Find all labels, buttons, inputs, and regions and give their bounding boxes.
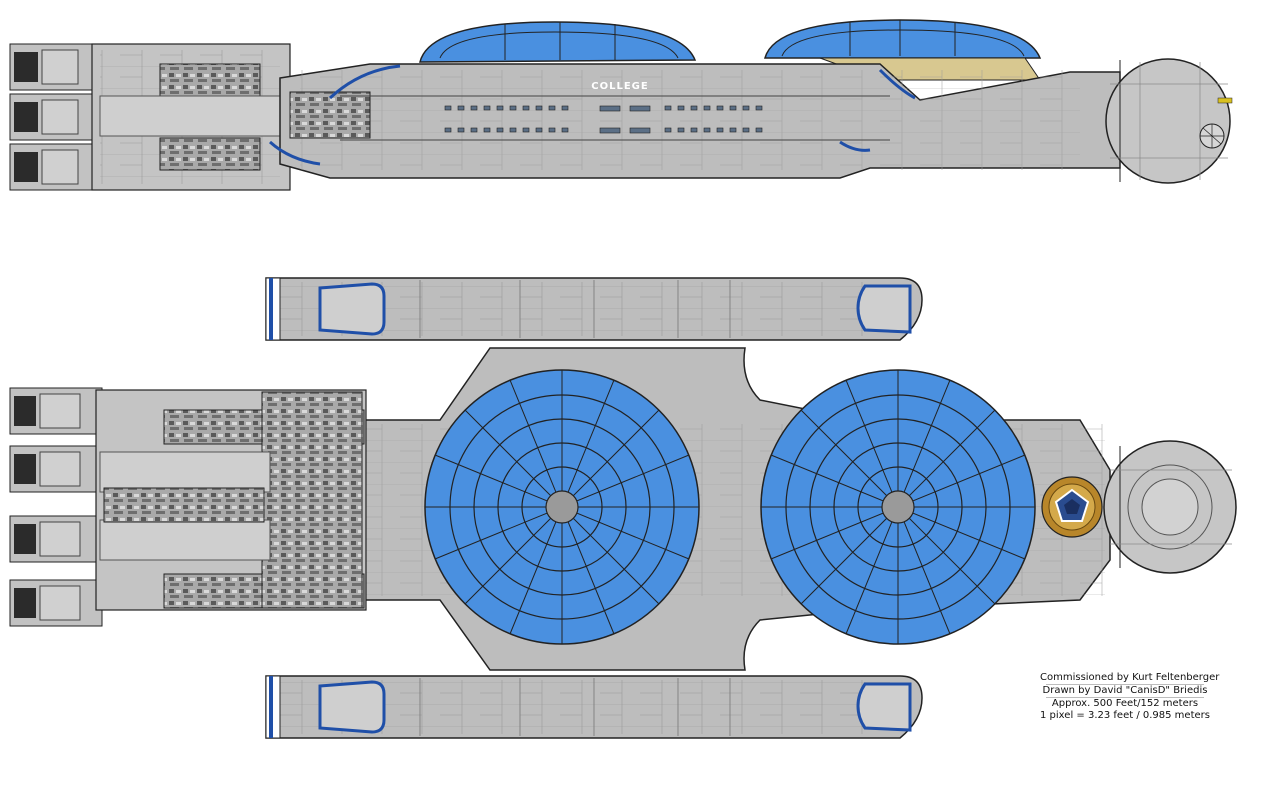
pentagon-emblem-icon	[1041, 476, 1103, 538]
side-dome-forward	[419, 21, 697, 63]
side-view: COLLEGE	[9, 19, 1233, 191]
top-engine-block	[95, 389, 367, 611]
credit-commissioned: Commissioned by Kurt Feltenberger	[1040, 672, 1220, 683]
side-forward-sphere	[1105, 58, 1233, 184]
side-dome-aft	[764, 19, 1042, 59]
top-view	[9, 277, 1237, 739]
top-dome-aft	[760, 369, 1036, 645]
side-window-row	[444, 105, 763, 134]
top-dome-forward	[424, 369, 700, 645]
top-nacelle-upper	[265, 277, 923, 341]
credit-divider	[1046, 697, 1204, 698]
side-engine-exhausts	[9, 43, 160, 191]
credit-drawn: Drawn by David "CanisD" Briedis	[1042, 685, 1208, 696]
top-forward-sphere	[1103, 440, 1237, 574]
credit-length: Approx. 500 Feet/152 meters	[1051, 698, 1199, 709]
top-nacelle-lower	[265, 675, 923, 739]
credits-block: Commissioned by Kurt Feltenberger Drawn …	[1040, 672, 1220, 722]
credit-scale: 1 pixel = 3.23 feet / 0.985 meters	[1040, 710, 1210, 721]
hull-name-label: COLLEGE	[591, 81, 648, 92]
credit-divider	[1046, 684, 1204, 685]
